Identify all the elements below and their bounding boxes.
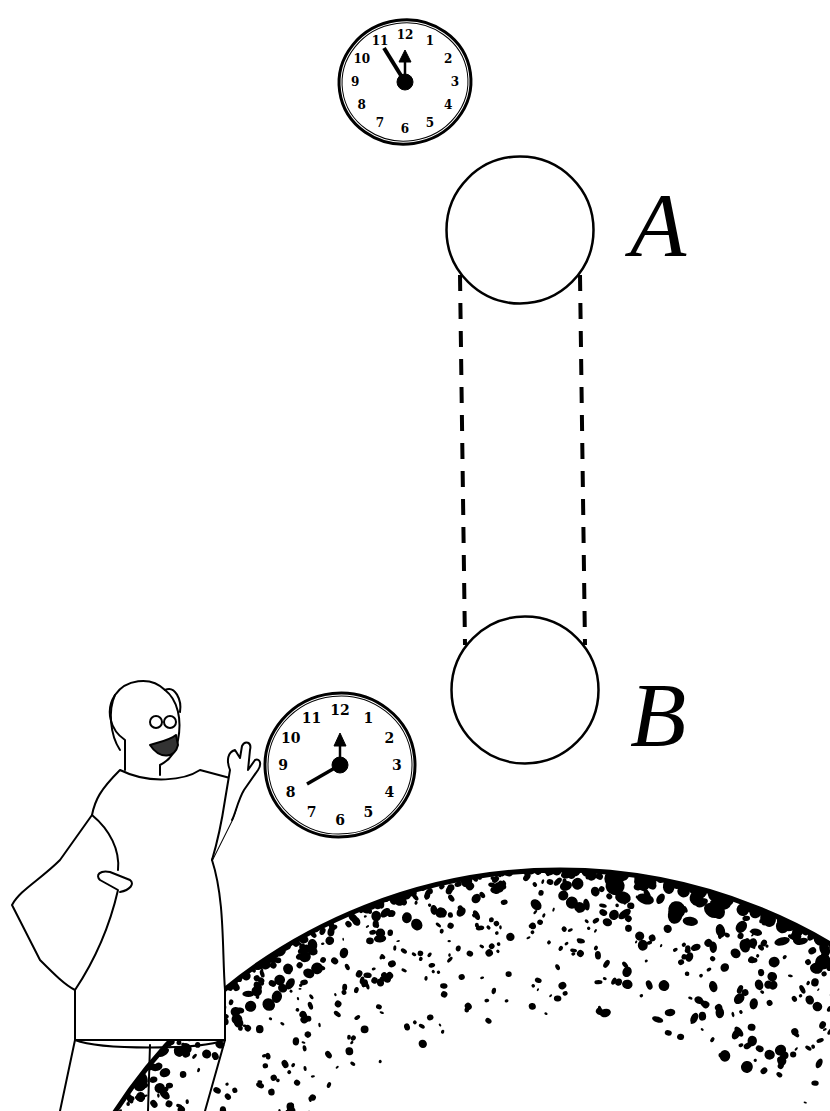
clock-numeral: 8 xyxy=(358,99,366,111)
clock-numeral: 2 xyxy=(444,53,452,65)
sphere-circle: A xyxy=(445,155,595,305)
circle-outline xyxy=(450,615,600,765)
point-label: B xyxy=(630,665,686,765)
sphere-circle: B xyxy=(450,615,600,765)
clock-numeral: 7 xyxy=(307,805,317,819)
clock-numeral: 12 xyxy=(397,29,414,41)
man-figure xyxy=(12,681,260,1111)
clock-numeral: 11 xyxy=(372,35,389,47)
dashed-line xyxy=(580,275,585,645)
clock-numeral: 1 xyxy=(364,711,374,725)
clock-numeral: 5 xyxy=(364,805,374,819)
clock-bottom xyxy=(258,686,422,845)
clock-top xyxy=(331,11,479,152)
clock-numeral: 6 xyxy=(335,813,345,827)
clock-numeral: 9 xyxy=(278,758,288,772)
clock-numeral: 3 xyxy=(392,758,402,772)
clock-numeral: 1 xyxy=(426,35,434,47)
clock-numeral: 7 xyxy=(376,117,384,129)
clock-numeral: 2 xyxy=(384,731,394,745)
clock-numeral: 6 xyxy=(401,123,409,135)
point-label: A xyxy=(630,175,686,275)
clock-numeral: 8 xyxy=(286,785,296,799)
clock-numeral: 12 xyxy=(330,703,349,717)
clock-numeral: 11 xyxy=(302,711,321,725)
clock-numeral: 10 xyxy=(281,731,300,745)
dashed-line xyxy=(460,275,465,645)
clock-numeral: 4 xyxy=(384,785,394,799)
clock-numeral: 9 xyxy=(351,76,359,88)
clock-numeral: 5 xyxy=(426,117,434,129)
clock-numeral: 10 xyxy=(353,53,370,65)
clock-numeral: 4 xyxy=(444,99,452,111)
circle-outline xyxy=(445,155,595,305)
clock-numeral: 3 xyxy=(451,76,459,88)
